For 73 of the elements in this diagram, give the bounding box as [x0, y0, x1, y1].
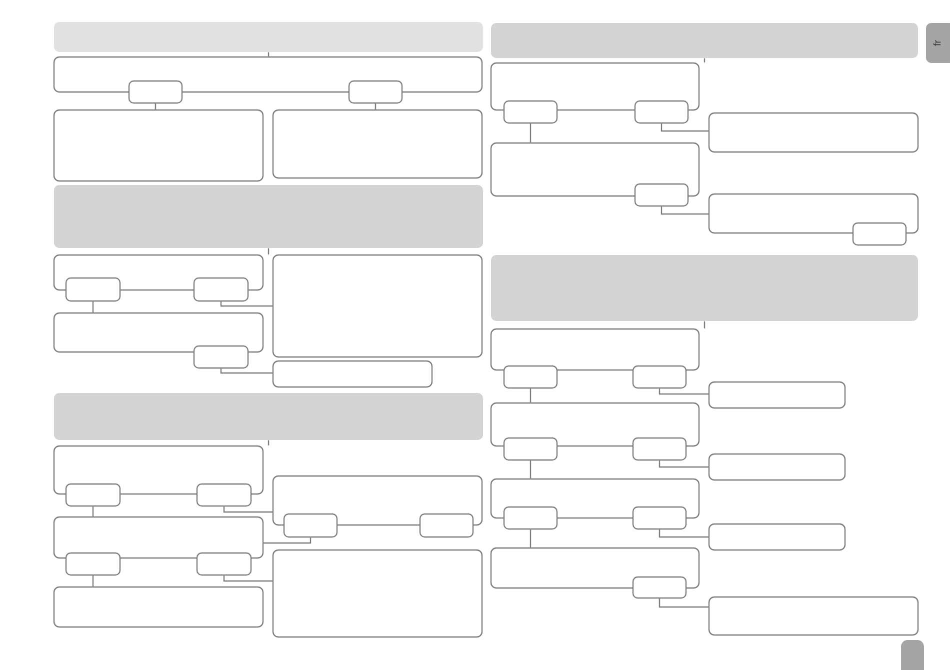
flow-box — [53, 516, 264, 559]
small-box — [632, 576, 687, 599]
flow-box — [708, 381, 846, 409]
small-box — [65, 483, 121, 507]
flow-box — [490, 547, 700, 589]
small-box — [193, 345, 249, 369]
flow-box — [272, 549, 483, 638]
flow-box — [708, 453, 846, 481]
connector-line — [223, 506, 272, 513]
connector-line — [704, 321, 706, 328]
connector-line — [530, 124, 532, 142]
header-band — [491, 23, 918, 58]
small-box — [503, 365, 558, 389]
small-box — [196, 483, 252, 507]
connector-line — [154, 104, 156, 110]
flow-box — [272, 360, 433, 388]
connector-line — [530, 530, 532, 548]
small-box — [503, 100, 558, 124]
small-box — [852, 222, 907, 246]
connector-line — [268, 52, 270, 56]
flow-box — [53, 586, 264, 628]
header-band — [54, 22, 483, 52]
header-band — [491, 255, 918, 321]
connector-line — [658, 388, 708, 395]
small-box — [632, 365, 687, 389]
flow-box — [490, 328, 700, 371]
connector-line — [264, 538, 312, 544]
connector-line — [660, 124, 708, 132]
flow-box — [53, 109, 264, 182]
flow-box — [490, 142, 700, 197]
flow-box — [53, 445, 264, 495]
connector-line — [530, 388, 532, 402]
connector-line — [658, 460, 708, 468]
connector-line — [268, 440, 270, 446]
small-box — [193, 277, 249, 302]
small-box — [632, 437, 687, 461]
connector-line — [92, 506, 94, 516]
flow-box — [708, 523, 846, 551]
language-tab: fr — [926, 23, 950, 63]
connector-line — [220, 302, 272, 307]
connector-line — [220, 368, 272, 374]
connector-line — [704, 58, 706, 62]
header-band — [54, 185, 483, 248]
flow-box — [708, 112, 919, 153]
connector-line — [658, 598, 708, 608]
small-box — [65, 277, 121, 302]
small-box — [65, 552, 121, 576]
connector-line — [92, 576, 94, 586]
flow-box — [53, 56, 483, 93]
connector-line — [660, 206, 708, 215]
connector-line — [530, 460, 532, 478]
flow-box — [708, 193, 919, 234]
small-box — [348, 80, 403, 104]
connector-line — [223, 576, 272, 582]
small-box — [503, 506, 558, 530]
flow-box — [53, 312, 264, 353]
flow-box — [708, 596, 919, 636]
connector-line — [374, 104, 376, 110]
connector-line — [658, 530, 708, 538]
small-box — [196, 552, 252, 576]
flow-box — [272, 254, 483, 358]
small-box — [503, 437, 558, 461]
small-box — [128, 80, 183, 104]
connector-line — [92, 302, 94, 312]
connector-line — [268, 248, 270, 254]
small-box — [634, 183, 689, 207]
small-box — [419, 513, 474, 538]
header-band — [54, 393, 483, 440]
small-box — [283, 513, 338, 538]
flow-box — [272, 109, 483, 179]
small-box — [634, 100, 689, 124]
small-box — [632, 506, 687, 530]
flow-box — [490, 402, 700, 447]
